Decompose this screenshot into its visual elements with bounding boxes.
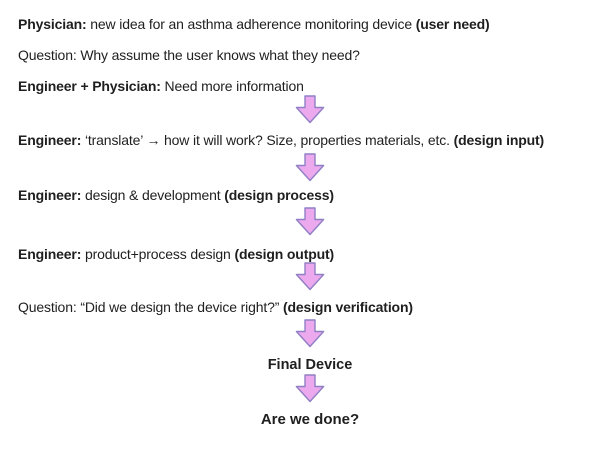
step-need-more-information: Engineer + Physician: Need more informat…: [18, 79, 304, 94]
down-arrow-outline: [295, 262, 325, 291]
final-device-label: Final Device: [267, 357, 353, 373]
down-arrow-icon: [295, 95, 325, 124]
step-body: ‘translate’ → how it will work? Size, pr…: [81, 132, 454, 148]
down-arrow-shape: [296, 263, 324, 290]
step-tag: (design verification): [283, 299, 413, 315]
down-arrow-icon: [295, 207, 325, 236]
down-arrow-shape: [296, 96, 324, 123]
down-arrow-outline: [295, 207, 325, 236]
step-prefix: Engineer + Physician:: [18, 78, 161, 94]
question-user-knows: Question: Why assume the user knows what…: [18, 48, 360, 63]
down-arrow-icon: [295, 262, 325, 291]
step-body: product+process design: [81, 246, 235, 262]
down-arrow-icon: [295, 153, 325, 182]
down-arrow-outline: [295, 153, 325, 182]
step-design-input: Engineer: ‘translate’ → how it will work…: [18, 133, 544, 148]
are-we-done-label: Are we done?: [260, 411, 360, 428]
question-design-verification: Question: “Did we design the device righ…: [18, 300, 413, 315]
step-body: new idea for an asthma adherence monitor…: [86, 16, 416, 32]
down-arrow-outline: [295, 374, 325, 403]
step-body: design & development: [81, 187, 225, 203]
step-body: Need more information: [160, 78, 304, 94]
down-arrow-icon: [295, 319, 325, 348]
step-design-output: Engineer: product+process design (design…: [18, 247, 334, 262]
down-arrow-outline: [295, 95, 325, 124]
down-arrow-shape: [296, 320, 324, 347]
step-body: Question: Why assume the user knows what…: [18, 47, 360, 63]
down-arrow-shape: [296, 208, 324, 235]
step-tag: (design input): [453, 132, 545, 148]
step-prefix: Physician:: [18, 16, 87, 32]
step-user-need: Physician: new idea for an asthma adhere…: [18, 17, 490, 32]
down-arrow-shape: [296, 154, 324, 181]
step-tag: (design process): [224, 187, 334, 203]
step-tag: (design output): [234, 246, 335, 262]
down-arrow-icon: [295, 374, 325, 403]
step-tag: (user need): [415, 16, 490, 32]
step-prefix: Engineer:: [18, 187, 82, 203]
step-prefix: Engineer:: [18, 246, 82, 262]
down-arrow-outline: [295, 319, 325, 348]
step-design-process: Engineer: design & development (design p…: [18, 188, 334, 203]
step-prefix: Engineer:: [18, 132, 82, 148]
down-arrow-shape: [296, 375, 324, 402]
step-body: Question: “Did we design the device righ…: [18, 299, 283, 315]
